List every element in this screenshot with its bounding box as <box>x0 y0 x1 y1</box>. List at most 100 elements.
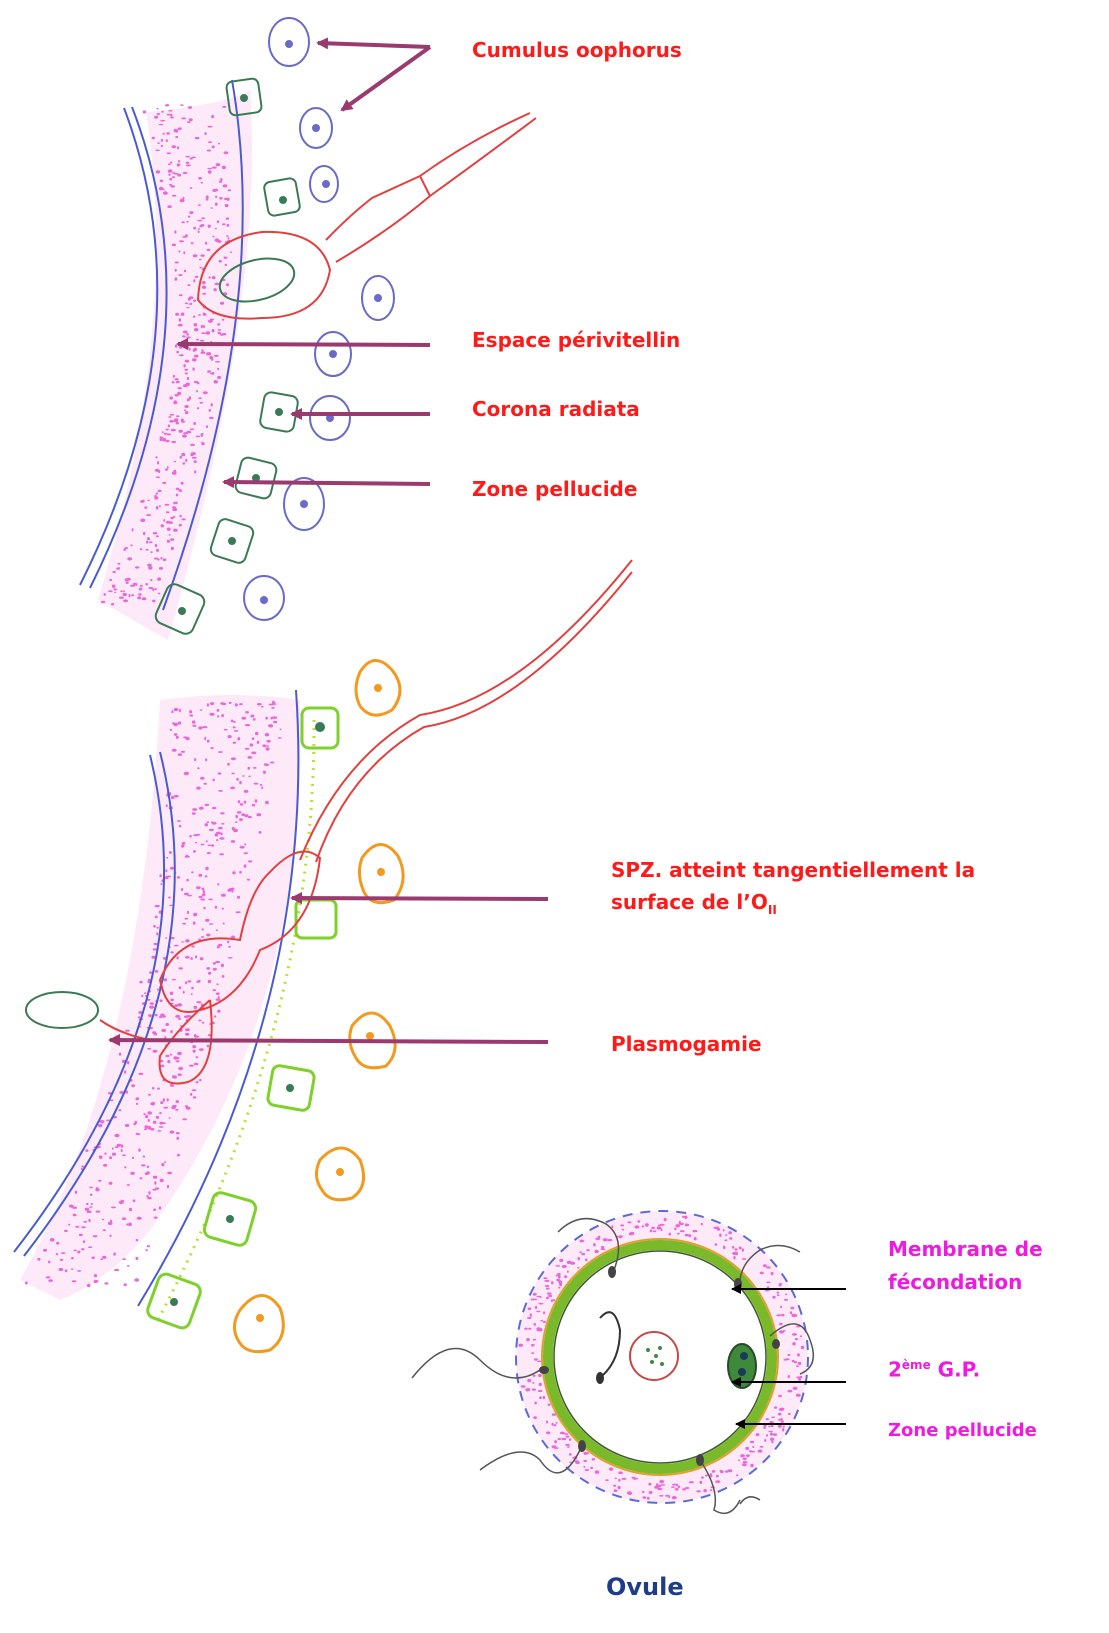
pellucid-dot <box>213 288 216 291</box>
pellucid-dot <box>218 827 223 830</box>
pellucid-dot <box>165 869 167 872</box>
pellucid-dot <box>129 594 131 597</box>
pellucid-dot <box>145 583 148 586</box>
pellucid-dot <box>213 968 217 971</box>
pellucid-dot <box>742 1258 747 1260</box>
pellucid-dot <box>270 717 272 720</box>
pellucid-dot <box>798 1378 801 1380</box>
pellucid-dot <box>223 923 225 925</box>
pellucid-dot <box>601 1246 604 1249</box>
pellucid-dot <box>725 1470 728 1472</box>
pellucid-dot <box>222 106 226 108</box>
pellucid-dot <box>25 1282 28 1285</box>
pellucid-dot <box>170 185 175 187</box>
pellucid-dot <box>194 328 199 332</box>
pellucid-dot <box>174 708 179 711</box>
pellucid-dot <box>165 469 168 471</box>
pellucid-dot <box>77 1251 80 1254</box>
pellucid-dot <box>166 429 169 431</box>
pellucid-dot <box>716 1475 719 1477</box>
pellucid-dot <box>241 717 246 720</box>
pellucid-dot <box>675 1484 678 1486</box>
pellucid-dot <box>187 121 191 123</box>
sperm-head-plasmogamy <box>26 992 98 1028</box>
pellucid-dot <box>156 932 158 935</box>
pellucid-dot <box>130 544 132 546</box>
pellucid-dot <box>547 1292 552 1294</box>
pellucid-dot <box>96 1187 99 1190</box>
pellucid-dot <box>176 351 179 354</box>
pellucid-dot <box>189 348 191 351</box>
pellucid-dot <box>743 1461 748 1463</box>
pellucid-dot <box>184 405 188 408</box>
pellucid-dot <box>134 1121 137 1124</box>
pellucid-dot <box>155 1014 158 1017</box>
pellucid-dot <box>178 251 180 253</box>
pellucid-dot <box>713 1227 718 1229</box>
pellucid-dot <box>212 329 215 332</box>
pellucid-dot <box>212 372 215 375</box>
pellucid-dot <box>160 1101 163 1104</box>
pellucid-dot <box>583 1466 585 1468</box>
pellucid-dot <box>781 1420 784 1423</box>
pellucid-dot <box>688 1234 691 1237</box>
pellucid-dot <box>176 1132 180 1134</box>
pellucid-dot <box>185 1033 190 1036</box>
pellucid-dot <box>189 714 193 716</box>
pellucid-dot <box>163 1107 168 1109</box>
pellucid-dot <box>191 871 194 873</box>
pellucid-dot <box>685 1224 689 1226</box>
pellucid-dot <box>239 703 243 705</box>
pellucid-dot <box>724 1239 727 1241</box>
pellucid-dot <box>217 240 222 243</box>
pellucid-dot <box>782 1428 784 1432</box>
pellucid-dot <box>46 1276 51 1278</box>
pellucid-dot <box>179 986 182 989</box>
pellucid-dot <box>201 182 203 184</box>
pellucid-dot <box>59 1268 64 1271</box>
pellucid-dot <box>231 720 234 723</box>
pellucid-dot <box>524 1328 528 1330</box>
pellucid-dot <box>180 199 185 203</box>
pellucid-dot <box>215 283 220 286</box>
pellucid-dot <box>187 911 189 914</box>
pellucid-dot <box>172 145 177 148</box>
pellucid-dot <box>177 1052 182 1055</box>
pellucid-dot <box>127 557 132 560</box>
pellucid-dot <box>193 834 198 836</box>
pellucid-dot <box>194 323 198 326</box>
pellucid-dot <box>172 506 176 508</box>
pellucid-dot <box>705 1475 708 1477</box>
pellucid-dot <box>768 1431 773 1433</box>
pellucid-dot <box>94 1280 98 1283</box>
pellucid-dot <box>538 1374 542 1377</box>
pellucid-dot <box>202 293 206 295</box>
label-spz-line-2: surface de l’OII <box>611 887 777 925</box>
pellucid-dot <box>89 1187 93 1189</box>
pellucid-dot <box>168 169 173 172</box>
pellucid-dot <box>629 1233 632 1236</box>
pellucid-dot <box>100 1258 103 1260</box>
pellucid-dot <box>239 781 242 784</box>
pellucid-dot <box>218 751 223 753</box>
pellucid-dot <box>566 1436 570 1438</box>
pellucid-dot <box>98 1124 102 1127</box>
pellucid-dot <box>174 733 178 736</box>
pellucid-dot <box>525 1388 529 1391</box>
pellucid-dot <box>787 1390 792 1393</box>
pellucid-dot <box>201 325 203 328</box>
pellucid-dot <box>215 961 220 963</box>
pellucid-dot <box>183 991 185 994</box>
pellucid-dot <box>165 1055 169 1057</box>
pellucid-dot <box>206 840 208 842</box>
pellucid-dot <box>179 825 182 828</box>
pellucid-dot <box>778 1419 780 1421</box>
pellucid-dot <box>613 1485 616 1487</box>
pellucid-dot <box>198 231 200 234</box>
pellucid-dot <box>270 762 274 764</box>
pellucid-dot <box>171 441 176 443</box>
pellucid-dot <box>227 941 229 944</box>
pellucid-dot <box>240 846 245 849</box>
pellucid-dot <box>155 469 159 472</box>
pellucid-dot <box>175 277 178 280</box>
